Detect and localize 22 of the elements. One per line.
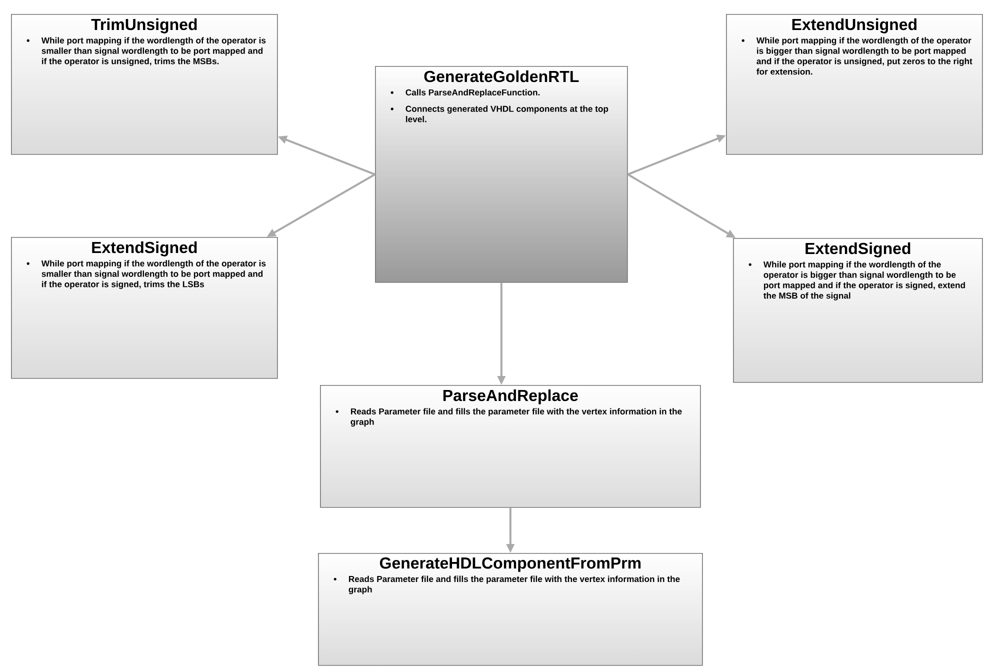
process-box: [726, 14, 983, 155]
bullet-text: Reads Parameter file and fills the parameter file with the vertex information in the graph: [350, 408, 682, 427]
process-box: [375, 66, 628, 283]
bullet-text: While port mapping if the wordlength of the operator is bigger than signal wordlength to be port mapped and if the operator is unsigned, put zeros to the right for extension.: [756, 37, 972, 75]
bullet-text: While port mapping if the wordlength of the operator is smaller than signal wordlength to be port mapped and if the operator is signed, trims the LSBs: [41, 260, 266, 289]
box-heading: TrimUnsigned: [91, 18, 197, 34]
bullet-text: Calls ParseAndReplaceFunction.: [406, 89, 540, 98]
bullet-text: Connects generated VHDL components at the top level.: [406, 106, 608, 122]
box-heading: ParseAndReplace: [443, 389, 578, 404]
box-heading: ExtendSigned: [806, 242, 910, 258]
bullet-text: While port mapping if the wordlength of the operator is bigger than signal wordlength to be port mapped and if the operator is signed, extend the MSB of the signal: [763, 261, 965, 300]
box-heading: ExtendSigned: [92, 241, 197, 256]
box-heading: ExtendUnsigned: [792, 18, 916, 34]
process-box: [11, 14, 278, 155]
bullet-text: While port mapping if the wordlength of the operator is smaller than signal wordlength to be port mapped and if the operator is unsigned, trims the MSBs.: [41, 37, 266, 66]
box-heading: GenerateHDLComponentFromPrm: [380, 557, 641, 572]
process-box: [318, 552, 703, 666]
bullet-text: Reads Parameter file and fills the parameter file with the vertex information in the graph: [348, 576, 680, 594]
box-heading: GenerateGoldenRTL: [424, 70, 579, 82]
process-box: [320, 384, 701, 508]
process-box: [733, 238, 983, 383]
process-box: [11, 236, 278, 379]
